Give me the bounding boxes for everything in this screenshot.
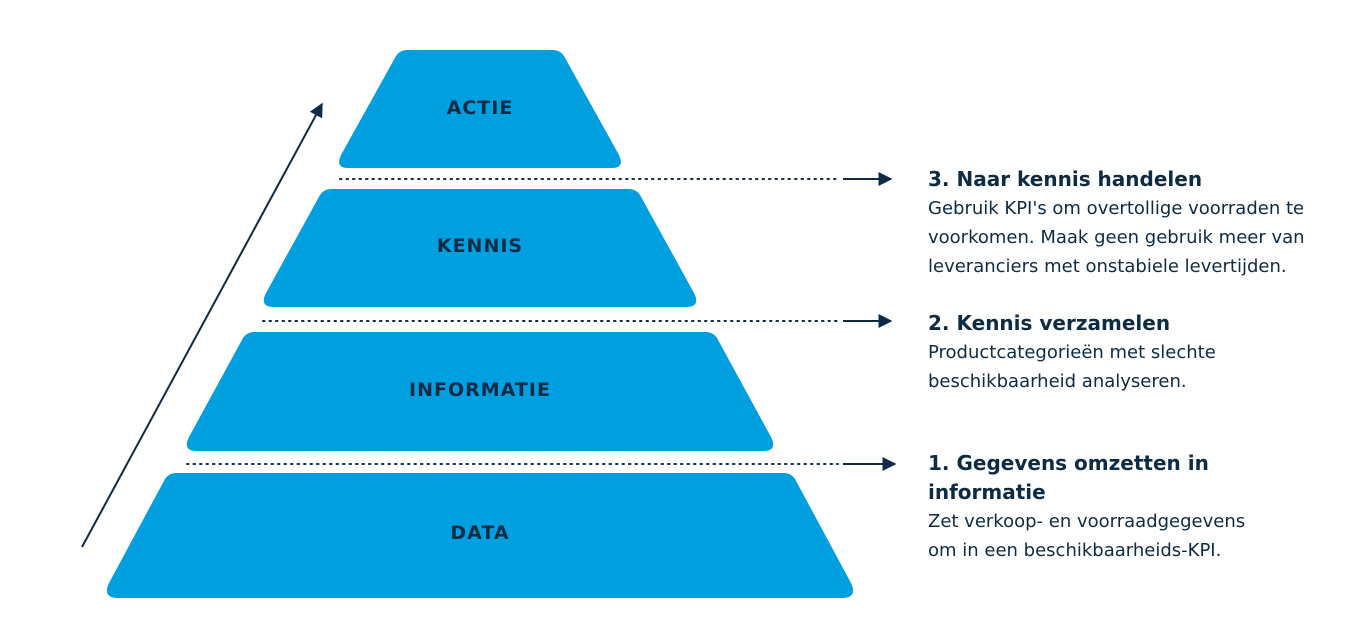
tier-informatie-shape <box>186 332 774 451</box>
step-1-body-line: Zet verkoop- en voorraadgegevens <box>928 511 1246 532</box>
step-2-title: 2. Kennis verzamelen <box>928 311 1171 335</box>
step-1-title-line: informatie <box>928 480 1046 504</box>
tier-data: DATA <box>106 473 854 598</box>
step-2: 2. Kennis verzamelen Productcategorieën … <box>928 309 1216 396</box>
step-1-body-line: om in een beschikbaarheids-KPI. <box>928 540 1222 561</box>
progress-arrow <box>81 102 323 548</box>
step-3-title: 3. Naar kennis handelen <box>928 167 1203 191</box>
step-3: 3. Naar kennis handelen Gebruik KPI's om… <box>928 165 1305 281</box>
step-2-body-line: beschikbaarheid analyseren. <box>928 371 1187 392</box>
step-3-body-line: voorkomen. Maak geen gebruik meer van <box>928 227 1305 248</box>
tier-kennis: KENNIS <box>263 189 697 307</box>
step-1-title-line: 1. Gegevens omzetten in <box>928 451 1209 475</box>
tier-data-label: DATA <box>450 522 509 544</box>
tier-data-shape <box>106 473 854 598</box>
tier-actie: ACTIE <box>339 50 621 168</box>
tier-kennis-shape <box>263 189 697 307</box>
step-1: 1. Gegevens omzetten in informatie Zet v… <box>928 449 1245 565</box>
tier-informatie: INFORMATIE <box>186 332 774 451</box>
step-2-body-line: Productcategorieën met slechte <box>928 342 1216 363</box>
tier-actie-shape <box>339 50 621 168</box>
tier-informatie-label: INFORMATIE <box>409 379 551 401</box>
tier-actie-label: ACTIE <box>447 97 514 119</box>
step-3-body-line: Gebruik KPI's om overtollige voorraden t… <box>928 198 1305 219</box>
tier-kennis-label: KENNIS <box>437 235 523 257</box>
step-3-body-line: leveranciers met onstabiele levertijden. <box>928 256 1287 277</box>
